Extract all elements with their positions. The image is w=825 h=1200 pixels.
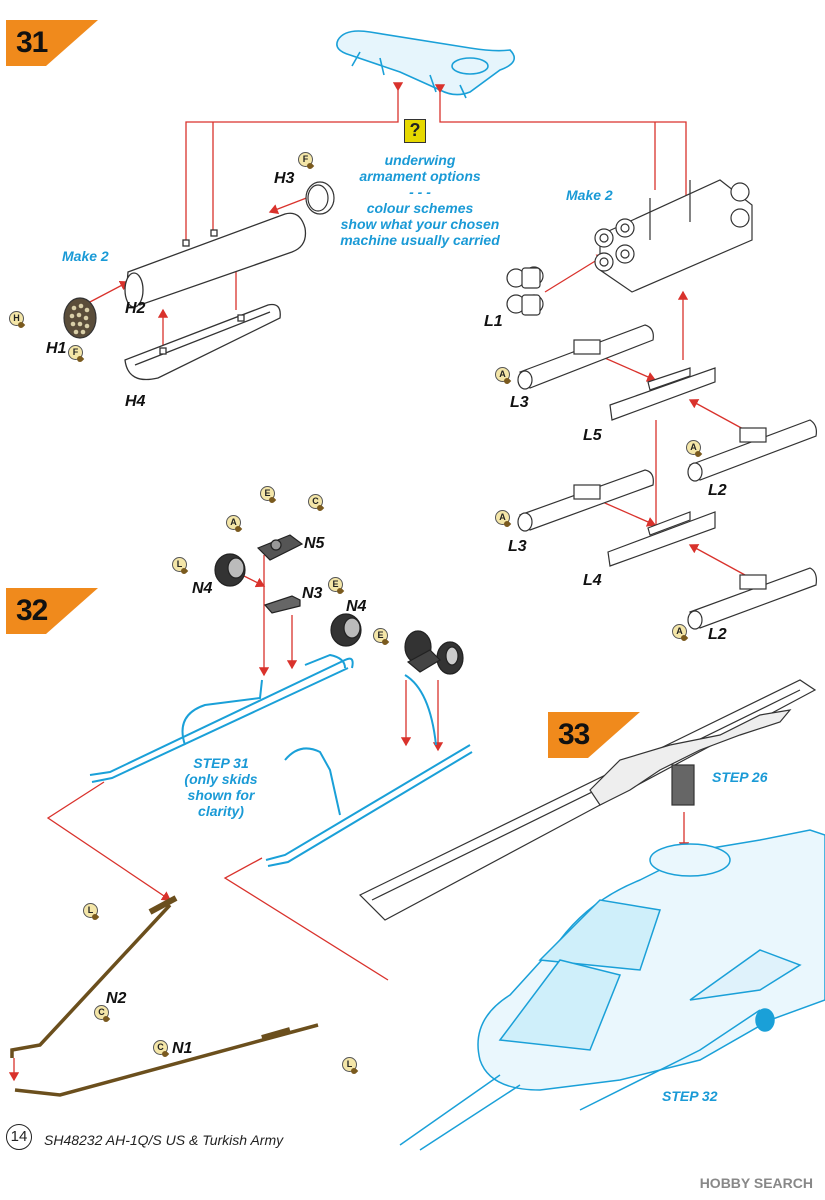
- h3-end-cap: [305, 181, 335, 215]
- underwing-options-note: underwing armament options - - - colour …: [340, 152, 500, 248]
- step-33-tab: 33: [548, 712, 640, 758]
- page-number: 14: [6, 1124, 32, 1150]
- n3-bracket: [263, 595, 301, 614]
- colour-badge-h1-h: H: [9, 311, 24, 326]
- options-question-icon: ?: [404, 119, 426, 143]
- colour-badge-n5-a: A: [226, 515, 241, 530]
- l1-nozzles: [506, 266, 544, 316]
- part-label-h3: H3: [274, 170, 295, 187]
- colour-badge-l2-top: A: [686, 440, 701, 455]
- step-32-number: 32: [16, 594, 48, 627]
- make-2-left-note: Make 2: [62, 248, 109, 264]
- step-32-tab: 32: [6, 588, 98, 634]
- colour-badge-l3-bottom: A: [495, 510, 510, 525]
- colour-badge-n2-l: L: [83, 903, 98, 918]
- colour-badge-n5-c: C: [308, 494, 323, 509]
- part-label-l3-top: L3: [510, 394, 529, 411]
- part-label-h2: H2: [125, 300, 146, 317]
- n2-strut: [10, 895, 178, 1058]
- step-32-reference-note: STEP 32: [662, 1088, 718, 1104]
- part-label-l4: L4: [583, 572, 602, 589]
- watermark: HOBBY SEARCH: [699, 1175, 813, 1191]
- colour-badge-n4-right: E: [373, 628, 388, 643]
- part-label-n5: N5: [304, 535, 325, 552]
- part-label-n2: N2: [106, 990, 127, 1007]
- colour-badge-h1-f: F: [68, 345, 83, 360]
- stub-wing-part: [336, 30, 516, 99]
- colour-badge-n2-c: C: [94, 1005, 109, 1020]
- kit-title: SH48232 AH-1Q/S US & Turkish Army: [44, 1132, 284, 1148]
- n5-brake: [256, 534, 304, 561]
- colour-badge-n5-e: E: [260, 486, 275, 501]
- part-label-l5: L5: [583, 427, 602, 444]
- colour-badge-n4-left: L: [172, 557, 187, 572]
- main-rotor: [358, 679, 817, 921]
- n4-wheel-left: [214, 553, 246, 587]
- step-31-number: 31: [16, 26, 48, 59]
- part-label-l2-top: L2: [708, 482, 727, 499]
- part-label-h1: H1: [46, 340, 67, 357]
- step-26-reference-note: STEP 26: [712, 769, 768, 785]
- part-label-n4-left: N4: [192, 580, 213, 597]
- part-label-n1: N1: [172, 1040, 193, 1057]
- part-label-l1: L1: [484, 313, 503, 330]
- colour-badge-n3: E: [328, 577, 343, 592]
- step-31-tab: 31: [6, 20, 98, 66]
- helicopter-fuselage: [399, 829, 825, 1151]
- part-label-n3: N3: [302, 585, 323, 602]
- h1-front-cap: [63, 297, 97, 339]
- colour-badge-l2-bottom: A: [672, 624, 687, 639]
- colour-badge-l3-top: A: [495, 367, 510, 382]
- step-31-reference-note: STEP 31 (only skids shown for clarity): [184, 755, 258, 819]
- colour-badge-n1-c: C: [153, 1040, 168, 1055]
- h2-pod-body: [124, 212, 307, 308]
- step-33-number: 33: [558, 718, 590, 751]
- h4-lower-shell: [124, 303, 281, 381]
- part-label-l3-bottom: L3: [508, 538, 527, 555]
- landing-skids: [89, 653, 473, 867]
- n1-strut: [14, 1023, 319, 1097]
- part-label-l2-bottom: L2: [708, 626, 727, 643]
- n4-wheel-right: [330, 613, 362, 647]
- colour-badge-h3: F: [298, 152, 313, 167]
- part-label-h4: H4: [125, 393, 146, 410]
- part-label-n4-right: N4: [346, 598, 367, 615]
- colour-badge-n1-l: L: [342, 1057, 357, 1072]
- make-2-right-note: Make 2: [566, 187, 613, 203]
- missile-tubes: [517, 324, 817, 630]
- ground-handling-wheels: [404, 630, 464, 675]
- rocket-pod: [594, 179, 753, 293]
